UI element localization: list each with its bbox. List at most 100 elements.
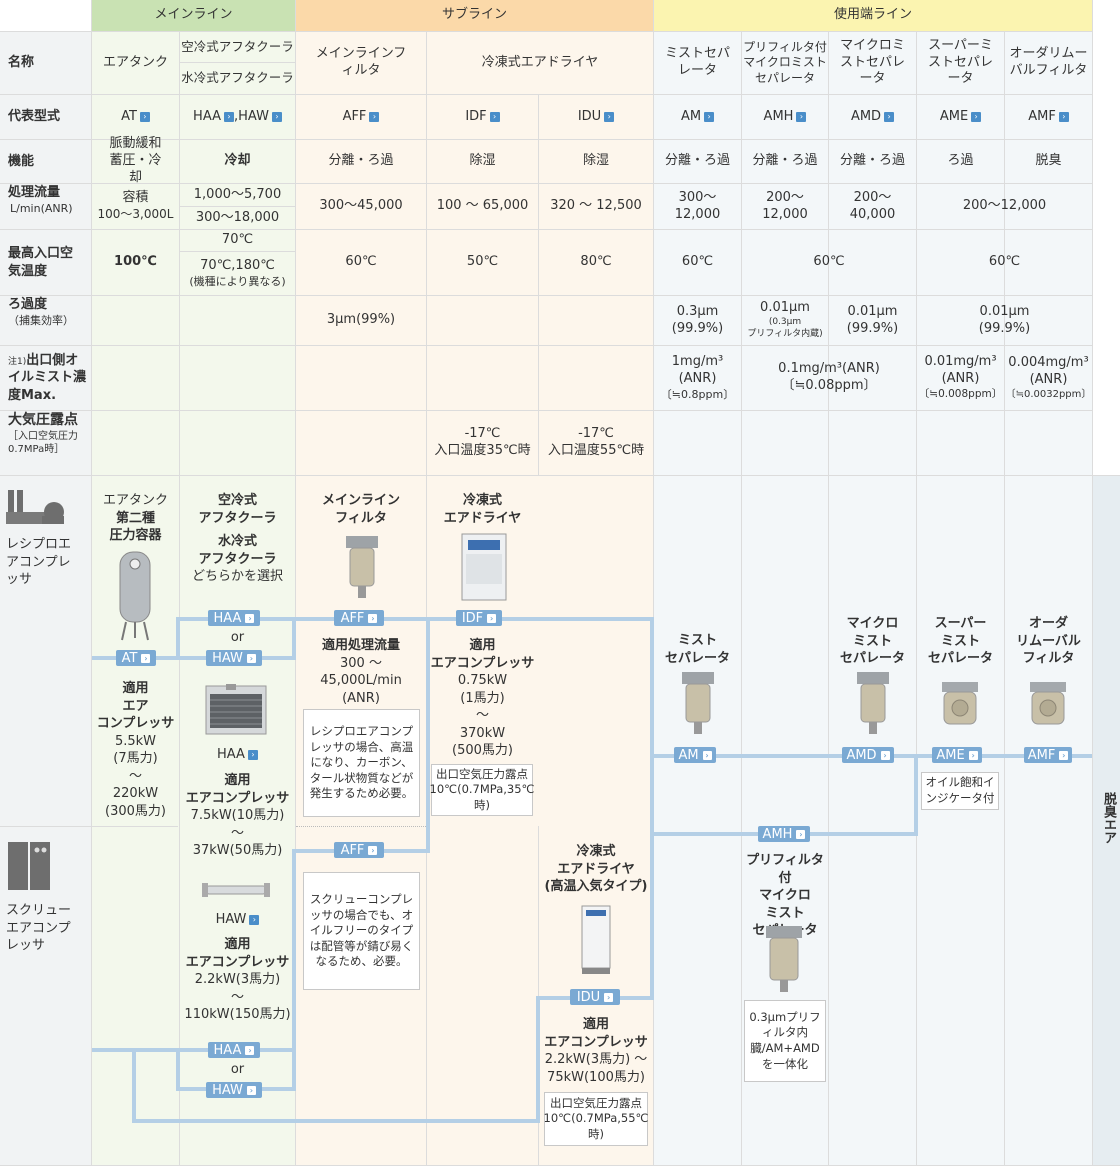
diag-tag-am[interactable]: AM› — [674, 747, 716, 763]
label-model: 代表型式 — [8, 109, 61, 125]
link-arrow-icon: › — [487, 613, 497, 623]
func-ac: 冷却 — [224, 153, 251, 169]
model-haa-haw[interactable]: HAA›,HAW› — [180, 95, 295, 139]
link-arrow-icon[interactable]: › — [223, 112, 234, 122]
model-idf[interactable]: IDF› — [427, 95, 538, 139]
label-filtration: ろ過度 （捕集効率） — [8, 297, 74, 327]
diag-tag-idu[interactable]: IDU› — [570, 989, 620, 1005]
link-arrow-icon: › — [245, 1045, 255, 1055]
model-am[interactable]: AM› — [654, 95, 741, 139]
link-arrow-icon[interactable]: › — [604, 112, 615, 122]
func-amh: 分離・ろ過 — [752, 153, 818, 169]
model-idu[interactable]: IDU› — [539, 95, 653, 139]
link-arrow-icon[interactable]: › — [1058, 112, 1069, 122]
diag-tag-aff[interactable]: AFF› — [334, 610, 384, 626]
link-arrow-icon: › — [141, 653, 151, 663]
name-ame: スーパーミストセパレータ — [927, 37, 993, 87]
model-amh[interactable]: AMH› — [742, 95, 828, 139]
link-arrow-icon: › — [968, 750, 978, 760]
label-temp: 最高入口空気温度 — [8, 245, 74, 279]
aff-diagram-title: メインライン フィルタ — [321, 493, 400, 526]
flow-ac-water: 300～18,000 — [195, 209, 280, 225]
link-arrow-icon[interactable]: › — [369, 112, 380, 122]
tank-title: エアタンク 第二種 圧力容器 — [102, 493, 168, 544]
reciprocating-compressor-icon — [6, 490, 64, 524]
idf-diagram-title: 冷凍式 エアドライヤ — [443, 493, 522, 526]
idu-app: 適用 エアコンプレッサ 2.2kW(3馬力) ～ 75kW(100馬力) — [544, 1017, 648, 1085]
aff-flow: 適用処理流量 300 ～ 45,000L/min (ANR) — [320, 638, 402, 706]
link-arrow-icon[interactable]: › — [884, 112, 895, 122]
model-amd[interactable]: AMD› — [829, 95, 916, 139]
label-name: 名称 — [8, 55, 35, 71]
am-diagram-title: ミスト セパレータ — [664, 633, 730, 666]
diag-tag-aff-2[interactable]: AFF› — [334, 842, 384, 858]
recip-label: レシプロエアコンプレッサ — [6, 537, 72, 588]
name-tank: エアタンク — [102, 54, 168, 70]
deodor-band — [1092, 476, 1120, 1165]
diag-tag-idf[interactable]: IDF› — [456, 610, 502, 626]
link-arrow-icon[interactable]: › — [796, 112, 807, 122]
link-arrow-icon[interactable]: › — [971, 112, 982, 122]
link-arrow-icon[interactable]: › — [704, 112, 715, 122]
diag-tag-haa[interactable]: HAA› — [208, 610, 260, 626]
air-tank-icon — [119, 551, 151, 641]
link-arrow-icon[interactable]: › — [271, 112, 282, 122]
link-arrow-icon[interactable]: › — [247, 749, 258, 760]
name-dryer: 冷凍式エアドライヤ — [481, 54, 599, 70]
flow-am: 300～12,000 — [674, 189, 721, 222]
flow-idf: 100 ～ 65,000 — [436, 198, 529, 214]
amh-note: 0.3µmプリフィルタ内臓/AM+AMDを一体化 — [744, 1000, 826, 1082]
diag-tag-amd[interactable]: AMD› — [842, 747, 894, 763]
temp-ac-water: 70℃,180℃(機種により異なる) — [189, 257, 286, 288]
link-arrow-icon[interactable]: › — [489, 112, 500, 122]
prefilter-micro-mist-separator-icon — [766, 926, 802, 992]
diag-tag-amf[interactable]: AMF› — [1024, 747, 1072, 763]
diag-tag-haa-2[interactable]: HAA› — [208, 1042, 260, 1058]
idu-diagram-title: 冷凍式 エアドライヤ (高温入気タイプ) — [544, 844, 648, 895]
diag-tag-at[interactable]: AT› — [116, 650, 156, 666]
diag-tag-ame[interactable]: AME› — [932, 747, 982, 763]
super-mist-separator-icon — [942, 682, 978, 725]
high-temp-dryer-icon — [581, 905, 611, 974]
name-ac-water: 水冷式アフタクーラ — [181, 70, 294, 86]
ac-title: 空冷式 アフタクーラ 水冷式 アフタクーラ どちらかを選択 — [191, 493, 283, 585]
flow-amh: 200～12,000 — [762, 189, 808, 222]
link-arrow-icon: › — [245, 613, 255, 623]
mist-separator-icon — [682, 672, 714, 734]
aff-note-2: スクリューコンプレッサの場合でも、オイルフリーのタイプは配管等が錆び易くなるため… — [303, 872, 420, 990]
model-at[interactable]: AT› — [92, 95, 179, 139]
group-use-header: 使用端ライン — [654, 0, 1092, 31]
filt-aff: 3µm(99%) — [326, 312, 396, 328]
label-dew: 大気圧露点 ［入口空気圧力0.7MPa時］ — [8, 412, 78, 456]
diag-tag-amh[interactable]: AMH› — [758, 826, 810, 842]
oil-ame: 0.01mg/m³(ANR)〔≒0.008ppm〕 — [918, 354, 1003, 401]
amd-diagram-title: マイクロ ミスト セパレータ — [839, 616, 905, 667]
or-label-2: or — [230, 1062, 245, 1077]
model-aff[interactable]: AFF› — [296, 95, 426, 139]
link-arrow-icon[interactable]: › — [249, 914, 260, 925]
diag-tag-haw-2[interactable]: HAW› — [206, 1082, 262, 1098]
func-idf: 除湿 — [469, 153, 496, 169]
temp-am: 60℃ — [681, 254, 714, 270]
link-arrow-icon: › — [246, 653, 256, 663]
use-column-bg — [654, 31, 1092, 1165]
link-arrow-icon: › — [368, 845, 378, 855]
idu-note: 出口空気圧力露点10℃(0.7MPa,55℃時) — [544, 1092, 648, 1146]
temp-ac-air: 70℃ — [221, 232, 254, 248]
diag-tag-haw[interactable]: HAAHAW› — [206, 650, 262, 666]
link-arrow-icon[interactable]: › — [139, 112, 150, 122]
name-aff: メインラインフィルタ — [315, 46, 407, 78]
ame-note: オイル飽和インジケータ付 — [921, 772, 999, 810]
link-arrow-icon: › — [702, 750, 712, 760]
model-amf[interactable]: AMF› — [1005, 95, 1092, 139]
link-arrow-icon: › — [368, 613, 378, 623]
idf-note: 出口空気圧力露点10℃(0.7MPa,35℃時) — [430, 764, 534, 816]
temp-idu: 80℃ — [580, 254, 612, 270]
func-aff: 分離・ろ過 — [328, 153, 394, 169]
model-ame[interactable]: AME› — [917, 95, 1004, 139]
flow-ac-air: 1,000～5,700 — [193, 186, 282, 202]
oil-amh-amd: 0.1mg/m³(ANR)〔≒0.08ppm〕 — [778, 361, 880, 393]
